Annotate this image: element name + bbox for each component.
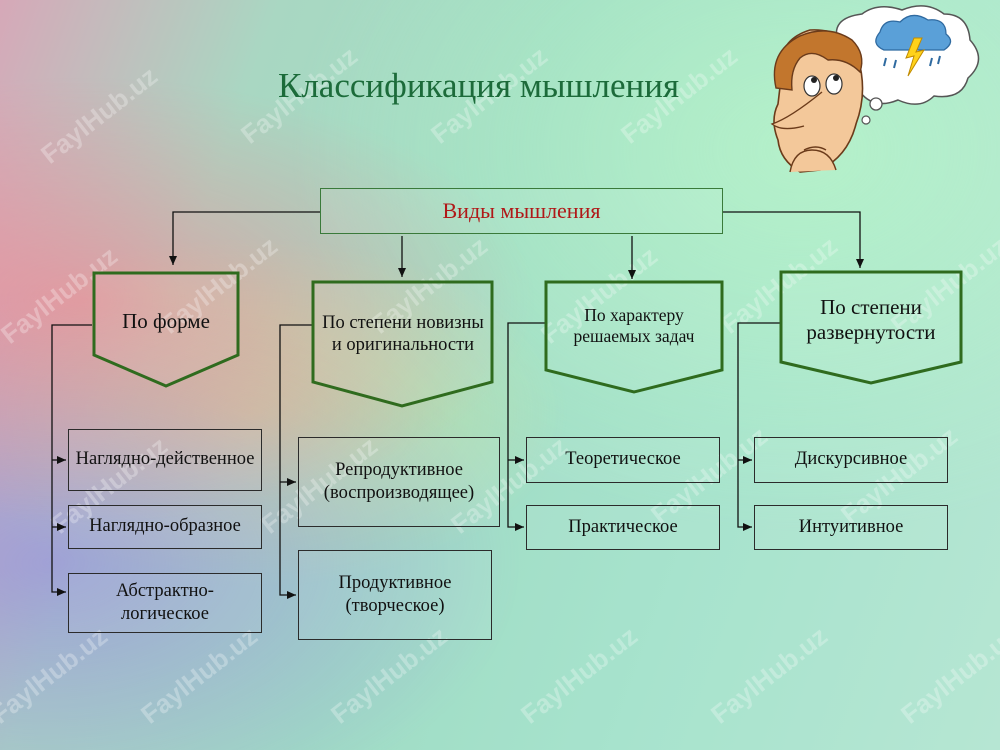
category-shape xyxy=(779,270,963,385)
thinking-man-illustration xyxy=(770,5,980,173)
category-label-development: По степени развернутости xyxy=(806,294,936,344)
leaf-intuitive: Интуитивное xyxy=(754,505,948,550)
leaf-visual-figurative: Наглядно-образное xyxy=(68,505,262,549)
category-shape xyxy=(92,271,240,388)
page-title: Классификация мышления xyxy=(278,66,680,105)
category-label-form: По форме xyxy=(122,309,210,334)
category-label-task-nature: По характеру решаемых задач xyxy=(573,305,695,346)
leaf-discursive: Дискурсивное xyxy=(754,437,948,483)
leaf-theoretical: Теоретическое xyxy=(526,437,720,483)
leaf-visual-action: Наглядно-действенное xyxy=(68,429,262,491)
category-shape xyxy=(544,280,724,394)
leaf-reproductive: Репродуктивное (воспроизводящее) xyxy=(298,437,500,527)
category-label-novelty: По степени новизны и оригинальности xyxy=(322,312,484,355)
category-shape xyxy=(311,280,494,408)
root-node: Виды мышления xyxy=(320,188,723,234)
leaf-practical: Практическое xyxy=(526,505,720,550)
leaf-abstract-logical: Абстрактно-логическое xyxy=(68,573,262,633)
leaf-productive: Продуктивное (творческое) xyxy=(298,550,492,640)
